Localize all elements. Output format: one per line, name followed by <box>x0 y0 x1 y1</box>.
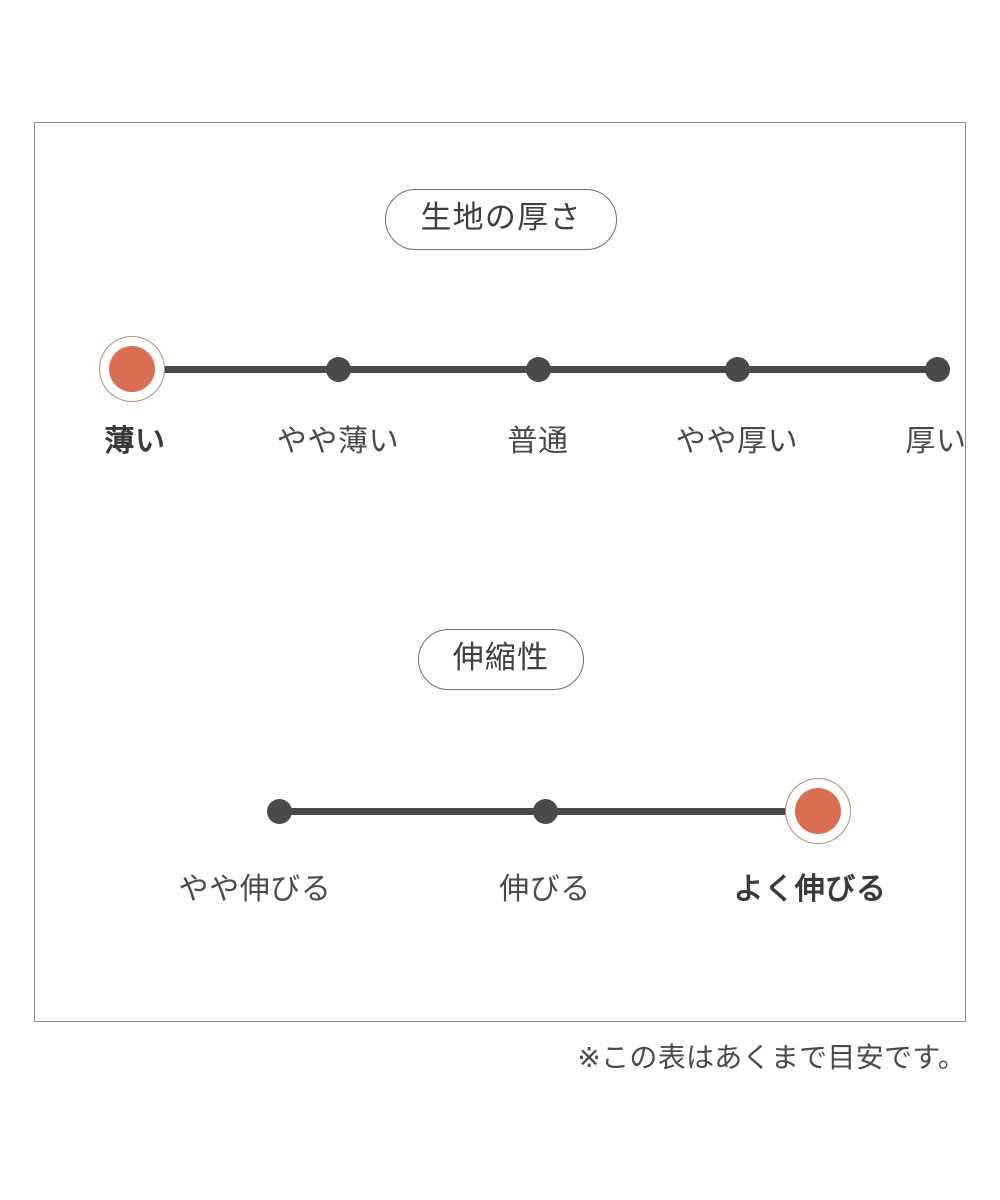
scale-section-fabric-thickness: 生地の厚さ 薄い やや薄い 普通 やや厚い 厚い <box>35 189 967 468</box>
scale-label-1-1: 伸びる <box>499 872 591 906</box>
scale-title-wrap-1: 伸縮性 <box>35 629 967 690</box>
spec-chart-frame: 生地の厚さ 薄い やや薄い 普通 やや厚い 厚い 伸縮性 <box>34 122 966 1022</box>
scale-title-wrap-0: 生地の厚さ <box>35 189 967 250</box>
scale-labels-fabric-thickness: 薄い やや薄い 普通 やや厚い 厚い <box>35 422 967 468</box>
scale-label-0-3: やや厚い <box>675 424 799 458</box>
scale-title-badge-stretch: 伸縮性 <box>417 629 585 690</box>
scale-dot-1-2-selected[interactable] <box>795 788 841 835</box>
scale-label-0-0: 薄い <box>104 424 166 458</box>
scale-section-stretch: 伸縮性 やや伸びる 伸びる よく伸びる <box>35 629 967 916</box>
scale-track-fabric-thickness <box>35 338 967 400</box>
scale-label-0-1: やや薄い <box>276 424 400 458</box>
scale-dot-0-2[interactable] <box>525 356 551 382</box>
scale-title-badge-fabric-thickness: 生地の厚さ <box>385 189 617 250</box>
scale-dot-0-3[interactable] <box>724 356 750 382</box>
scale-labels-stretch: やや伸びる 伸びる よく伸びる <box>35 870 967 916</box>
scale-dot-1-0[interactable] <box>266 798 292 824</box>
scale-label-0-4: 厚い <box>905 424 967 458</box>
scale-label-1-2: よく伸びる <box>733 872 887 906</box>
scale-dot-1-1[interactable] <box>532 798 558 824</box>
scale-dot-0-4[interactable] <box>924 356 950 382</box>
scale-dot-0-0-selected[interactable] <box>109 346 155 393</box>
scale-dot-0-1[interactable] <box>325 356 351 382</box>
scale-label-0-2: 普通 <box>507 424 569 458</box>
chart-footnote: ※この表はあくまで目安です。 <box>577 1042 966 1073</box>
scale-label-1-0: やや伸びる <box>178 872 332 906</box>
scale-track-stretch <box>35 780 967 842</box>
